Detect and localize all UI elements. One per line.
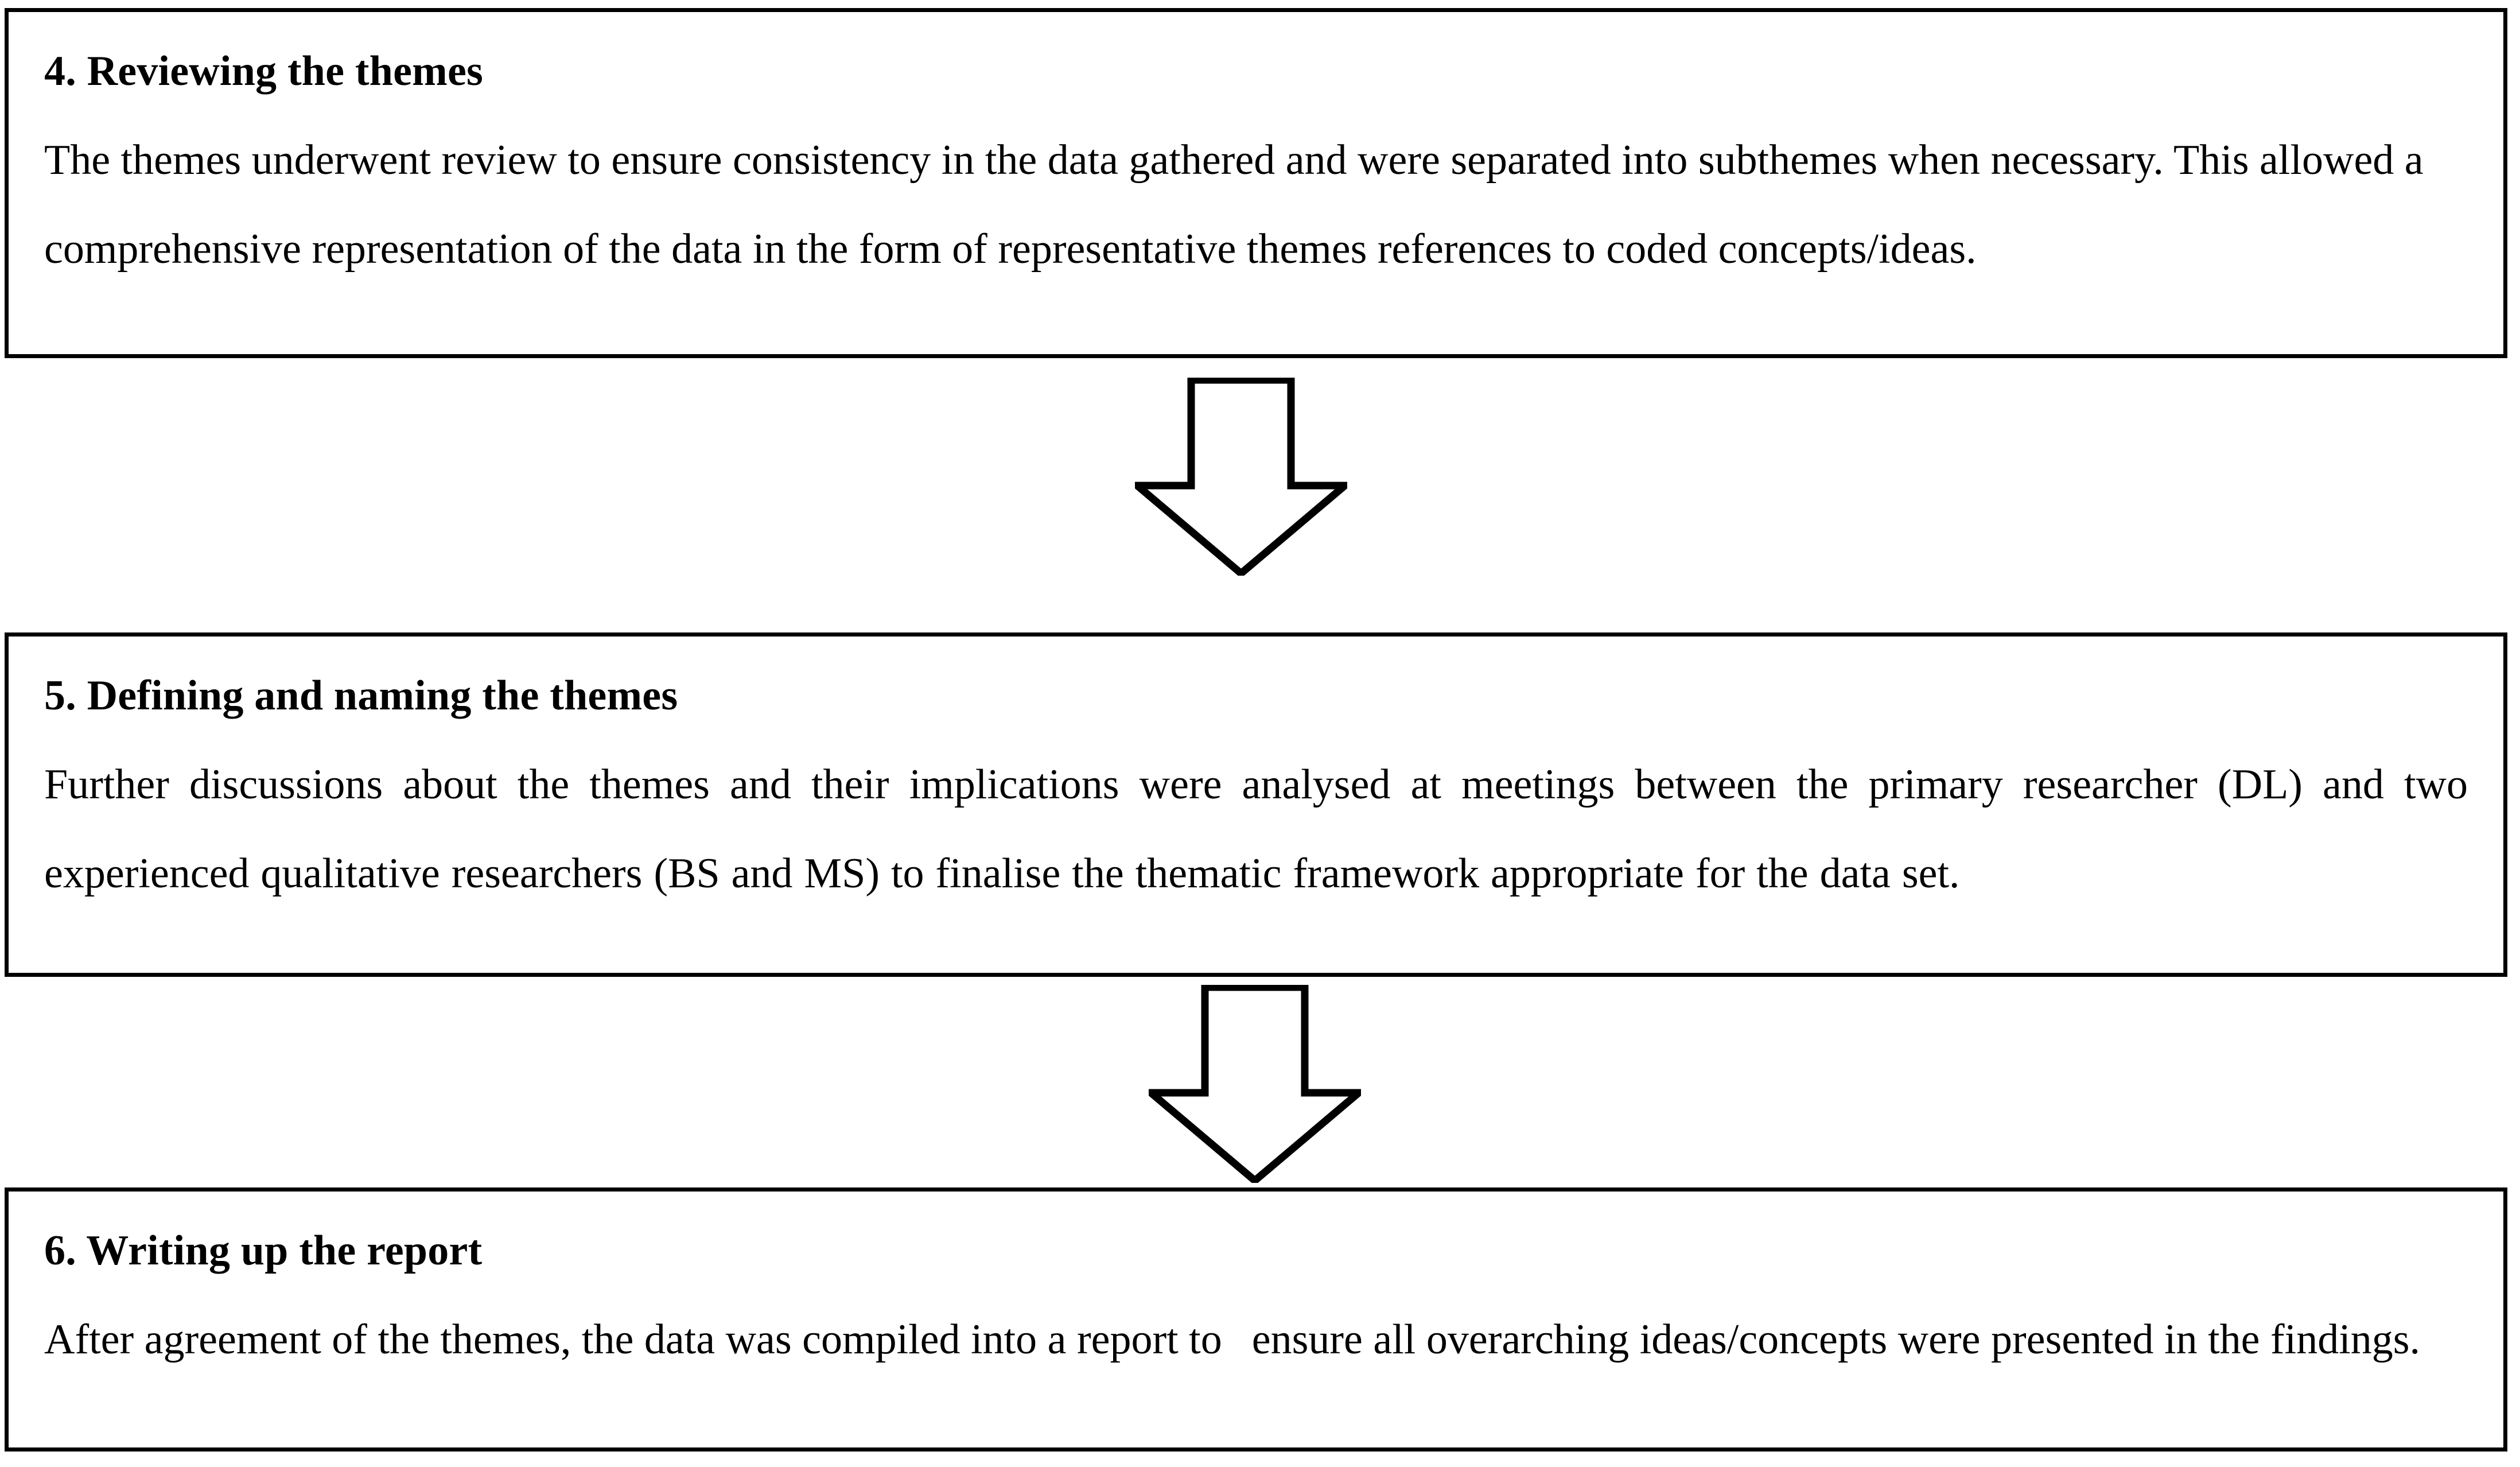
step-box-content: 6. Writing up the report After agreement… (44, 1206, 2468, 1384)
step-title-6: 6. Writing up the report (44, 1227, 483, 1274)
step-box-content: 4. Reviewing the themes The themes under… (44, 27, 2468, 294)
step-box-reviewing-the-themes: 4. Reviewing the themes The themes under… (5, 8, 2507, 358)
step-body-4: The themes underwent review to ensure co… (44, 137, 2424, 273)
down-arrow-icon (1149, 985, 1361, 1183)
step-box-defining-and-naming-the-themes: 5. Defining and naming the themes Furthe… (5, 632, 2507, 977)
step-title-4: 4. Reviewing the themes (44, 48, 484, 95)
step-body-5: Further discussions about the themes and… (44, 761, 2468, 897)
step-body-6-part-2: ensure all overarching ideas/concepts we… (1251, 1316, 2421, 1363)
step-box-content: 5. Defining and naming the themes Furthe… (44, 651, 2468, 918)
step-body-6: After agreement of the themes, the data … (44, 1295, 2468, 1384)
step-title-5: 5. Defining and naming the themes (44, 672, 678, 719)
step-box-writing-up-the-report: 6. Writing up the report After agreement… (5, 1187, 2507, 1452)
step-body-6-part-1: After agreement of the themes, the data … (44, 1316, 1222, 1363)
down-arrow-icon (1135, 378, 1347, 576)
